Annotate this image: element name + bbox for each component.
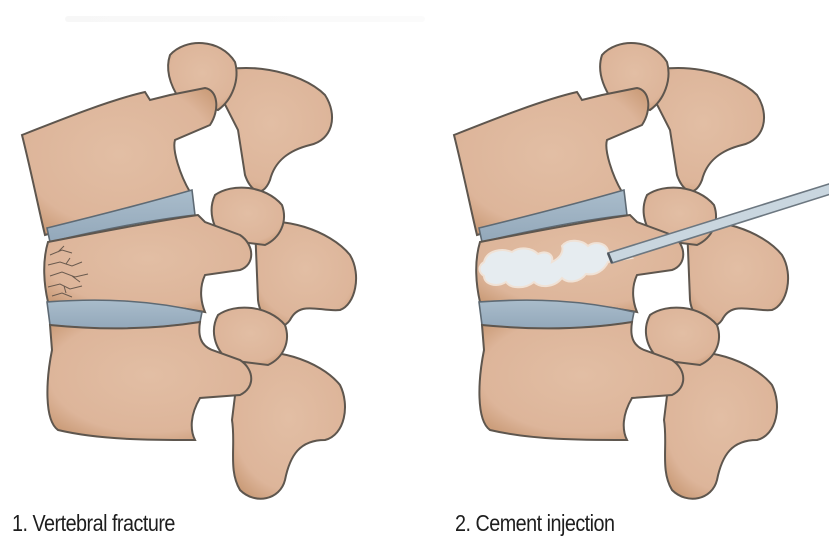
spine-illustration-cement [452, 42, 829, 500]
caption-vertebral-fracture: 1. Vertebral fracture [12, 510, 175, 536]
posterior-elements [208, 66, 358, 500]
fracture-cracks [47, 245, 89, 298]
faint-header-artifact [65, 16, 425, 22]
caption-cement-injection: 2. Cement injection [455, 510, 615, 536]
panel-cement-injection [432, 0, 829, 510]
injection-needle [606, 183, 829, 264]
panel-vertebral-fracture [0, 0, 400, 510]
spine-illustration-fracture [20, 42, 358, 500]
vertebral-body-bottom [46, 320, 253, 442]
